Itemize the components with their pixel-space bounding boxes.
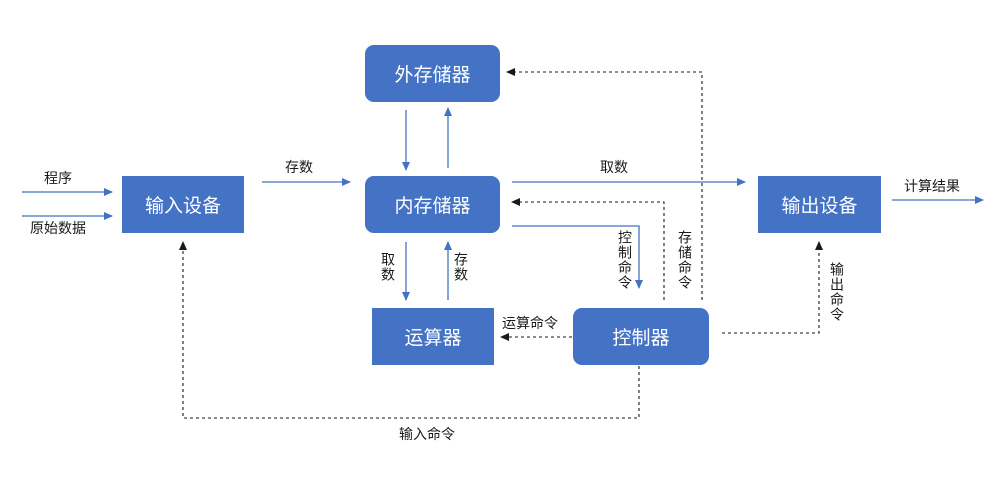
fetch-data-left-label: 取数 <box>379 252 395 282</box>
controller-to-external-arrow <box>506 68 703 300</box>
store-data-right-label: 存数 <box>452 252 468 282</box>
raw-data-label: 原始数据 <box>30 221 86 237</box>
input-command-label: 输入命令 <box>399 427 455 443</box>
memory-to-controller-arrow <box>512 225 643 289</box>
program-label: 程序 <box>44 171 72 187</box>
controller-to-input-arrow <box>179 241 640 419</box>
store-data-top-label: 存数 <box>285 160 313 176</box>
controller-to-memory-arrow <box>511 198 665 300</box>
storage-command-label: 存储命令 <box>676 230 692 290</box>
control-command-label: 控制命令 <box>616 230 632 290</box>
internal-storage-box: 内存储器 <box>365 176 500 233</box>
external-storage-box: 外存储器 <box>365 45 500 102</box>
input-device-box: 输入设备 <box>122 176 244 233</box>
alu-box: 运算器 <box>372 308 494 365</box>
controller-box: 控制器 <box>573 308 709 365</box>
compute-command-label: 运算命令 <box>502 316 558 332</box>
controller-to-output-arrow <box>722 241 823 334</box>
calc-result-label: 计算结果 <box>904 179 960 195</box>
output-device-box: 输出设备 <box>758 176 881 233</box>
output-command-label: 输出命令 <box>828 262 844 322</box>
fetch-data-top-label: 取数 <box>600 160 628 176</box>
